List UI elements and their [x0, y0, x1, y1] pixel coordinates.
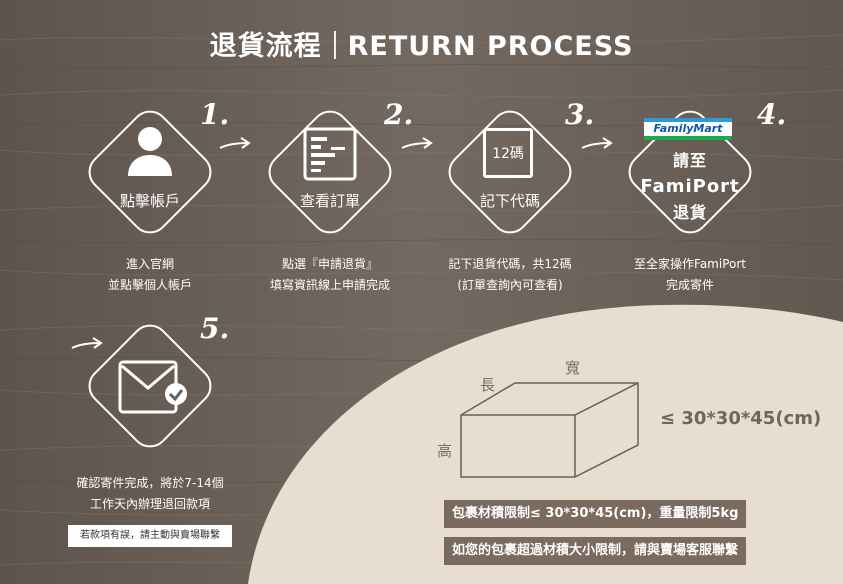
title-english: RETURN PROCESS: [347, 31, 634, 62]
step-5-description-line-2: 工作天內辦理退回款項: [89, 497, 210, 511]
step-1-description-line-2: 並點擊個人帳戶: [107, 278, 192, 292]
step-4-label-line-1: 請至: [672, 151, 707, 170]
package-box-icon: [460, 382, 639, 478]
step-4-description: 至全家操作FamiPort 完成寄件: [600, 254, 780, 296]
step-1-description: 進入官網 並點擊個人帳戶: [60, 254, 240, 296]
arrow-icon: [581, 137, 613, 149]
length-label: 長: [480, 376, 496, 394]
step-4-label-line-3: 退貨: [672, 203, 707, 222]
document-list-icon: [303, 127, 357, 181]
title-divider: [333, 31, 336, 59]
contact-note: 若款項有誤，請主動與賣場聯繫: [68, 525, 232, 547]
dimension-limit: ≤ 30*30*45(cm): [660, 408, 822, 429]
size-weight-limit: 包裹材積限制≤ 30*30*45(cm)，重量限制5kg: [444, 500, 747, 528]
code-box-text: 12碼: [492, 146, 524, 162]
familymart-logo-top-stripe: [644, 118, 732, 122]
step-5-number: 5.: [200, 312, 230, 345]
familymart-logo-text: FamilyMart: [644, 122, 732, 136]
step-4-description-line-1: 至全家操作FamiPort: [634, 257, 746, 271]
page-title: 退貨流程 RETURN PROCESS: [0, 24, 843, 63]
step-2-label: 查看訂單: [299, 192, 360, 210]
arrow-icon: [219, 137, 251, 149]
step-2-description-line-2: 填寫資訊線上申請完成: [269, 278, 390, 292]
step-1-label: 點擊帳戶: [119, 192, 180, 210]
step-2-description: 點選『申請退貨』 填寫資訊線上申請完成: [240, 254, 420, 296]
step-3-diamond: [448, 110, 572, 234]
step-1-diamond: [88, 110, 212, 234]
step-5-description: 確認寄件完成，將於7-14個 工作天內辦理退回款項: [55, 473, 245, 515]
envelope-check-icon: [118, 360, 187, 414]
familymart-logo-bottom-stripe: [644, 136, 732, 140]
step-4-label-line-2: FamiPort: [640, 176, 740, 197]
step-4-description-line-2: 完成寄件: [665, 278, 714, 292]
step-3-label: 記下代碼: [479, 192, 540, 210]
step-4-number: 4.: [757, 98, 787, 131]
arrow-icon: [71, 337, 103, 349]
arrow-icon: [401, 137, 433, 149]
step-1-description-line-1: 進入官網: [125, 257, 174, 271]
height-label: 高: [437, 442, 453, 460]
oversize-notice: 如您的包裹超過材積大小限制，請與賣場客服聯繫: [444, 537, 747, 565]
step-2-number: 2.: [384, 98, 414, 131]
step-5-diamond: [88, 324, 212, 448]
step-1-number: 1.: [200, 98, 230, 131]
familymart-logo: FamilyMart: [644, 118, 732, 140]
step-3-number: 3.: [565, 98, 595, 131]
step-2-diamond: [268, 110, 392, 234]
width-label: 寬: [565, 359, 581, 377]
title-chinese: 退貨流程: [209, 31, 322, 62]
step-5-description-line-1: 確認寄件完成，將於7-14個: [76, 476, 224, 490]
step-2-description-line-1: 點選『申請退貨』: [281, 257, 378, 271]
step-3-description-line-1: 記下退貨代碼，共12碼: [448, 257, 572, 271]
code-box-icon: 12碼: [483, 128, 533, 178]
step-3-description: 記下退貨代碼，共12碼 (訂單查詢內可查看): [420, 254, 600, 296]
step-3-description-line-2: (訂單查詢內可查看): [457, 278, 563, 292]
step-4-label: 請至 FamiPort 退貨: [620, 148, 760, 226]
user-icon: [128, 127, 172, 176]
